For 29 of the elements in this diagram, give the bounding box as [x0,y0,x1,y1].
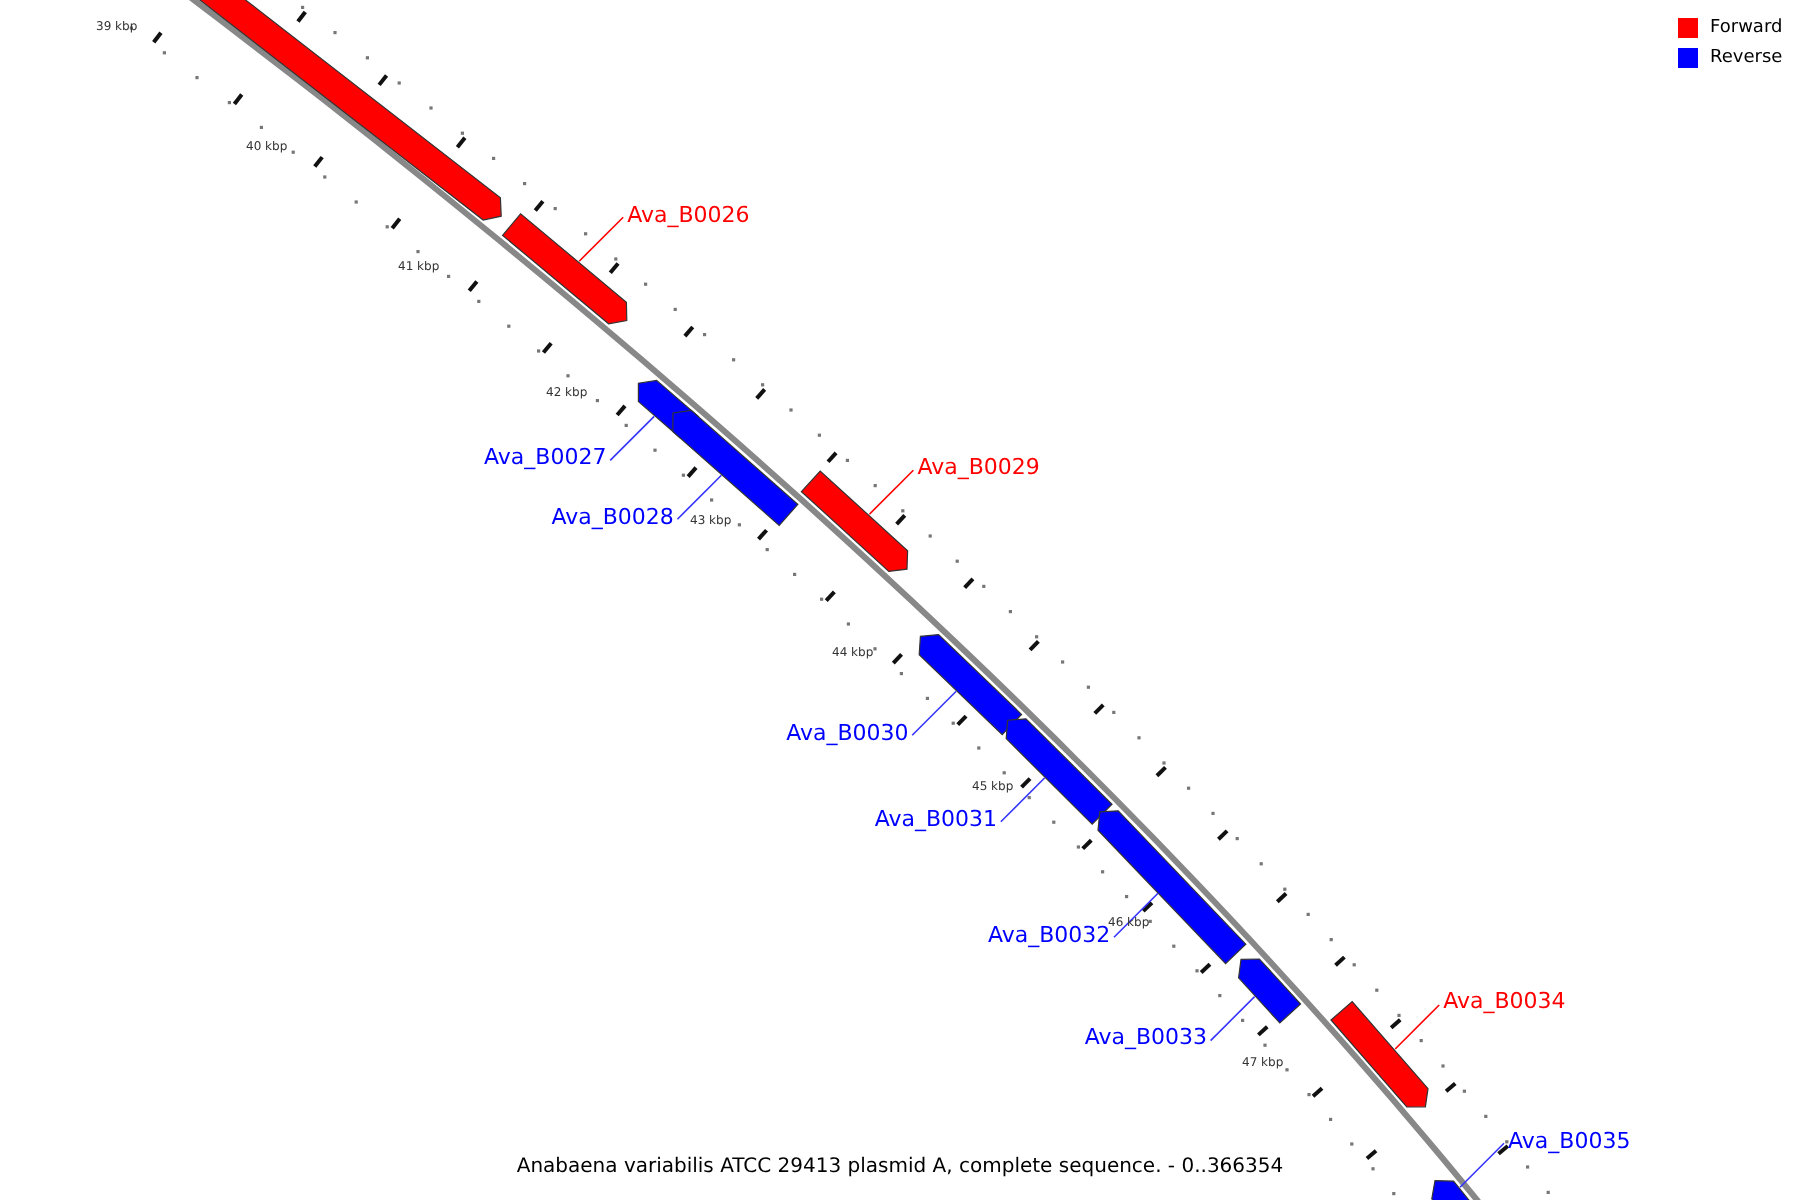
gene-bar [1237,958,1302,1024]
gene-bar [800,470,909,573]
leader-line [1459,1142,1505,1188]
gene-label: Ava_B0028 [551,503,674,530]
gene-label: Ava_B0032 [987,921,1111,948]
leader-line [609,415,655,462]
gene-label: Ava_B0030 [786,719,909,746]
gene-label: Ava_B0027 [484,444,607,471]
gene-label: Ava_B0035 [1508,1127,1631,1154]
leader-line [868,469,915,515]
leader-line [676,474,723,520]
legend-label: Forward [1710,18,1783,38]
leader-line [1000,777,1046,823]
gene-bar [1330,1000,1429,1108]
leader-line [1209,995,1256,1042]
leader-line [578,216,624,262]
leader-line [1394,1004,1440,1050]
legend-label: Reverse [1710,48,1783,68]
leader-line [911,690,957,736]
caption: Anabaena variabilis ATCC 29413 plasmid A, complete sequence. - 0..366354 [516,1156,1284,1178]
gene-label: Ava_B0034 [1443,988,1566,1015]
leader-line [1113,892,1159,938]
gene-bar [918,633,1023,736]
gene-bar [501,212,628,325]
gene-bar [672,409,799,527]
gene-label: Ava_B0033 [1084,1024,1207,1051]
gene-label: Ava_B0031 [874,805,998,832]
gene-label: Ava_B0029 [917,454,1040,481]
gene-label: Ava_B0026 [627,201,750,228]
